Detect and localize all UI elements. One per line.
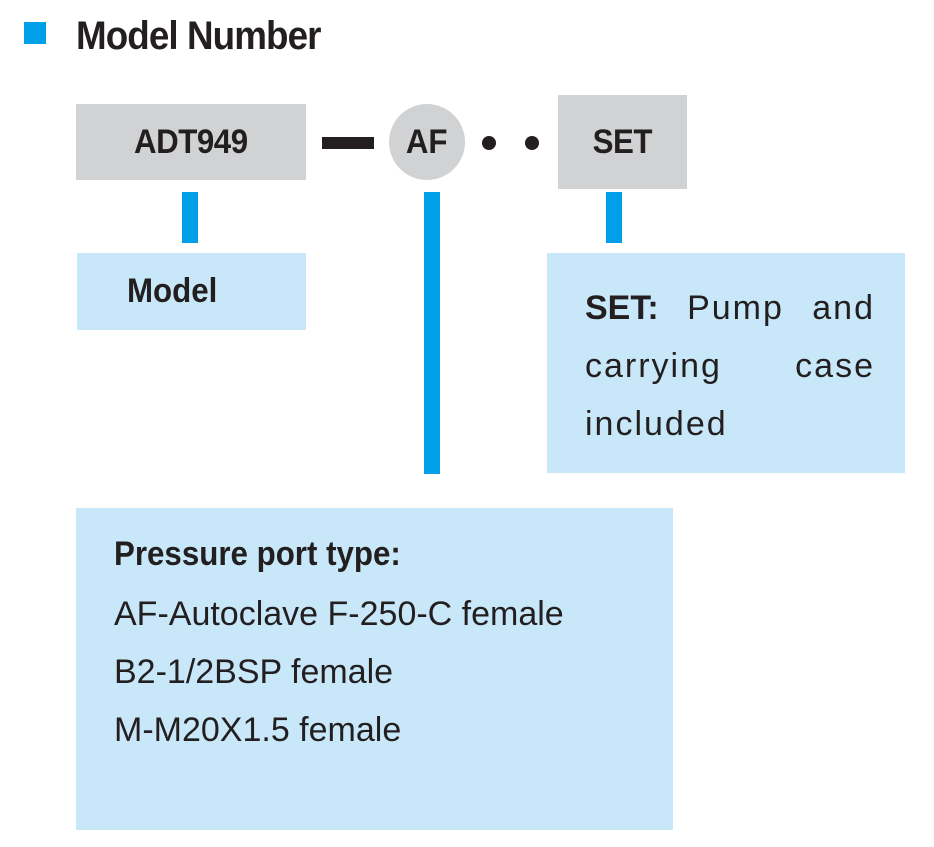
port-option-autoclave: AF-Autoclave F-250-C female (114, 595, 564, 633)
model-description-label: Model (127, 272, 218, 310)
set-description-text: SET: Pump and carrying case included (585, 279, 875, 453)
model-code-text: ADT949 (134, 122, 248, 161)
port-connector-line (424, 192, 440, 474)
set-code-text: SET (592, 122, 653, 161)
model-description-box: Model (77, 253, 306, 330)
set-description-body: Pump and carrying case included (585, 289, 875, 443)
set-code-segment: SET (558, 95, 687, 189)
model-code-segment: ADT949 (76, 104, 306, 180)
title-square-marker (24, 22, 46, 44)
port-code-text: AF (406, 122, 448, 161)
set-description-lead: SET: (585, 289, 659, 327)
port-option-metric: M-M20X1.5 female (114, 711, 402, 749)
separator-dot-1 (482, 136, 496, 150)
separator-dot-2 (525, 136, 539, 150)
dash-separator (322, 137, 374, 149)
port-description-title: Pressure port type: (114, 535, 401, 573)
port-code-segment: AF (389, 104, 465, 180)
port-option-bsp: B2-1/2BSP female (114, 653, 394, 691)
port-description-box: Pressure port type: AF-Autoclave F-250-C… (76, 508, 673, 830)
page-title: Model Number (76, 14, 321, 58)
set-description-box: SET: Pump and carrying case included (547, 253, 905, 473)
model-connector-line (182, 192, 198, 243)
set-connector-line (606, 192, 622, 243)
